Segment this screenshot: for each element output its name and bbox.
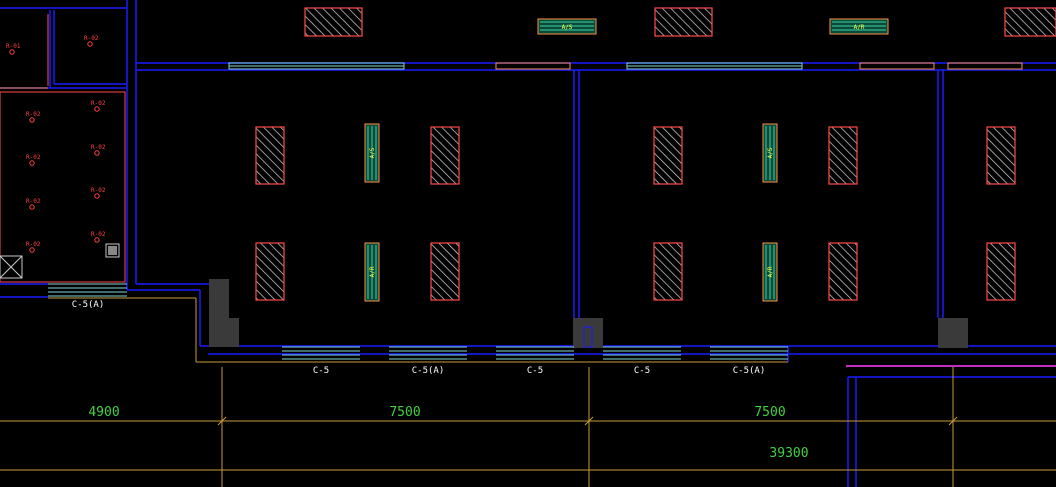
sprinkler-head[interactable]: R-02 (91, 231, 106, 243)
sprinkler-tag: R-02 (91, 100, 106, 107)
sprinkler-icon (29, 117, 35, 123)
sprinkler-tag: R-02 (26, 198, 41, 205)
sprinkler-tag: R-02 (26, 241, 41, 248)
sprinkler-head[interactable]: R-02 (26, 241, 41, 253)
window-tags: C-5(A) C-5 C-5(A) C-5 C-5 C-5(A) (72, 300, 766, 376)
sprinkler-head[interactable]: R-02 (91, 100, 106, 112)
sprinkler-head[interactable]: R-02 (84, 35, 99, 47)
window-tag: C-5(A) (412, 366, 445, 376)
window-tag: C-5 (313, 366, 329, 376)
window-bottom-5 (710, 346, 788, 360)
equipment-box (105, 243, 120, 258)
top-opening-3 (947, 62, 1023, 70)
window-bottom-4 (603, 346, 681, 360)
diffuser-tag: A/R (767, 266, 774, 277)
diffuser-low-2[interactable]: A/R (762, 242, 778, 302)
sprinkler-head[interactable]: R-02 (91, 187, 106, 199)
diffuser-mid-1[interactable]: A/S (364, 123, 380, 183)
sprinkler-icon (87, 41, 93, 47)
light-fixture[interactable] (828, 242, 858, 301)
light-fixture[interactable] (430, 242, 460, 301)
columns (209, 279, 968, 348)
sprinkler-head[interactable]: R-02 (26, 154, 41, 166)
sprinklers[interactable]: R-01R-02R-02R-02R-02R-02R-02R-02R-02R-02 (6, 35, 106, 253)
window-bottom-2 (389, 346, 467, 360)
sprinkler-tag: R-02 (91, 187, 106, 194)
column-2-detail (583, 326, 593, 348)
diffuser-low-1[interactable]: A/R (364, 242, 380, 302)
sprinkler-icon (29, 204, 35, 210)
light-fixture[interactable] (653, 126, 683, 185)
diffuser-tag: A/S (562, 24, 573, 31)
room-outlines (0, 14, 126, 283)
sprinkler-icon (9, 49, 15, 55)
room-outline-b (0, 91, 126, 283)
dimension-values: 4900 7500 7500 39300 (88, 405, 808, 461)
sprinkler-tag: R-02 (91, 231, 106, 238)
air-diffusers[interactable]: A/S A/R A/S A/S A/R A/R (364, 18, 889, 302)
top-opening-2 (859, 62, 935, 70)
diffuser-top-1[interactable]: A/S (537, 18, 597, 35)
light-fixtures[interactable] (255, 7, 1056, 301)
sprinkler-tag: R-01 (6, 43, 21, 50)
sprinkler-head[interactable]: R-02 (26, 111, 41, 123)
window-sills (48, 297, 788, 363)
sprinkler-head[interactable]: R-01 (6, 43, 21, 55)
light-fixture[interactable] (986, 126, 1016, 185)
column-1b (229, 318, 239, 347)
window-tag: C-5(A) (72, 300, 105, 310)
diffuser-tag: A/R (369, 266, 376, 277)
sprinkler-tag: R-02 (91, 144, 106, 151)
sprinkler-icon (94, 193, 100, 199)
dimension-text: 4900 (88, 405, 119, 420)
shaft-box (0, 255, 23, 279)
column-2 (573, 318, 603, 348)
light-fixture[interactable] (986, 242, 1016, 301)
equipment (0, 243, 120, 279)
column-1 (209, 279, 229, 347)
dimension-text: 39300 (769, 446, 808, 461)
window-bottom-1 (282, 346, 360, 360)
light-fixture[interactable] (255, 126, 285, 185)
diffuser-tag: A/S (767, 147, 774, 158)
window-tag: C-5(A) (733, 366, 766, 376)
sprinkler-icon (29, 247, 35, 253)
light-fixture[interactable] (653, 242, 683, 301)
light-fixture[interactable] (828, 126, 858, 185)
dimension-text: 7500 (389, 405, 420, 420)
dimension-text: 7500 (754, 405, 785, 420)
diffuser-tag: A/S (369, 147, 376, 158)
sprinkler-tag: R-02 (26, 111, 41, 118)
sprinkler-icon (29, 160, 35, 166)
window-bottom-3 (496, 346, 574, 360)
diffuser-mid-2[interactable]: A/S (762, 123, 778, 183)
light-fixture[interactable] (304, 7, 363, 37)
window-tag: C-5 (634, 366, 650, 376)
equipment-box-inner (108, 246, 117, 255)
light-fixture[interactable] (1004, 7, 1056, 37)
top-windows (228, 62, 1023, 70)
light-fixture[interactable] (430, 126, 460, 185)
sprinkler-tag: R-02 (84, 35, 99, 42)
sprinkler-icon (94, 150, 100, 156)
top-opening-1 (495, 62, 571, 70)
window-tag: C-5 (527, 366, 543, 376)
window-c5a-left (48, 283, 127, 297)
diffuser-top-2[interactable]: A/R (829, 18, 889, 35)
diffuser-tag: A/R (854, 24, 865, 31)
light-fixture[interactable] (255, 242, 285, 301)
dimension-lines (0, 367, 1056, 487)
bottom-windows (48, 283, 788, 360)
sprinkler-head[interactable]: R-02 (91, 144, 106, 156)
sprinkler-icon (94, 106, 100, 112)
light-fixture[interactable] (654, 7, 713, 37)
sprinkler-tag: R-02 (26, 154, 41, 161)
column-3 (938, 318, 968, 348)
sprinkler-icon (94, 237, 100, 243)
sprinkler-head[interactable]: R-02 (26, 198, 41, 210)
